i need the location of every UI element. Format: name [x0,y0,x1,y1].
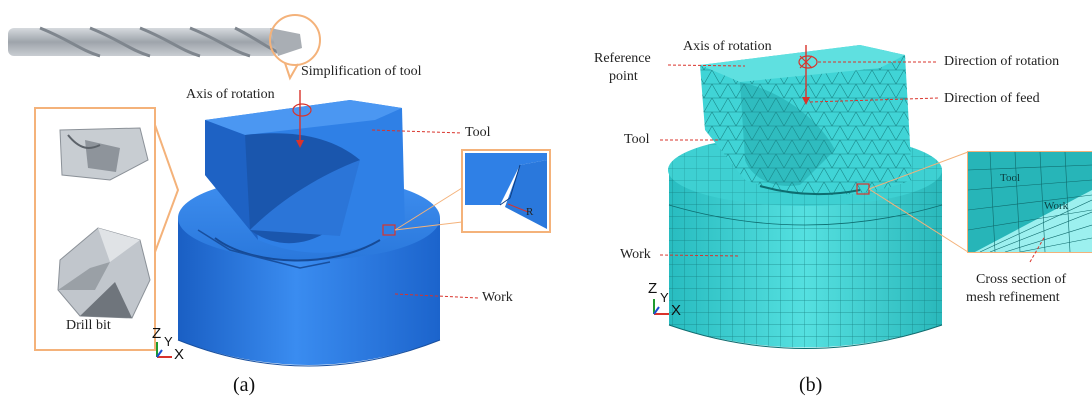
label-reference-point-line2: point [609,69,638,84]
simplification-callout [269,14,321,81]
label-drill-bit: Drill bit [66,318,111,333]
label-axis-of-rotation-b: Axis of rotation [683,39,772,54]
drill-bit-inset [34,107,180,351]
label-reference-point-line1: Reference [594,51,651,66]
axis-label-x-a: X [174,346,185,363]
tool-body-a [197,100,405,269]
axis-arrow-b [798,45,818,105]
tool-body-b [700,45,912,196]
label-work-b: Work [620,247,651,262]
label-direction-of-rotation: Direction of rotation [944,54,1060,69]
label-cross-section-line1: Cross section of [976,272,1067,287]
inset-label-tool-b: Tool [1000,172,1021,184]
leader-cross-section-b [1029,235,1046,263]
caption-a: (a) [233,374,256,396]
drill-bit-image [8,26,302,58]
label-tool-a: Tool [465,125,491,140]
axis-triad-a [156,342,172,358]
zoom-lines-b [868,151,969,253]
axis-label-x-b: X [671,302,682,319]
label-work-a: Work [482,290,513,305]
leader-reference-b [667,64,746,67]
label-tool-b: Tool [624,132,650,147]
label-simplification-of-tool: Simplification of tool [301,64,422,79]
axis-label-y-b: Y [660,290,669,305]
label-direction-of-feed: Direction of feed [944,91,1040,106]
leader-work-b [659,254,741,257]
leader-feed-b [809,97,939,103]
inset-label-work-b: Work [1044,200,1069,212]
axis-arrow-a [292,90,312,148]
axis-label-z-b: Z [648,280,658,297]
label-radius: R [526,206,534,218]
axis-label-z-a: Z [152,325,162,342]
caption-b: (b) [799,374,823,396]
label-cross-section-line2: mesh refinement [966,290,1060,305]
zoom-lines-a [394,187,463,231]
axis-label-y-a: Y [164,334,173,349]
leader-work-a [394,293,479,299]
axis-triad-b [653,299,669,315]
edge-radius-inset [461,149,551,233]
leader-tool-a [371,129,463,134]
label-axis-of-rotation-a: Axis of rotation [186,87,275,102]
mesh-refinement-inset [967,151,1092,253]
